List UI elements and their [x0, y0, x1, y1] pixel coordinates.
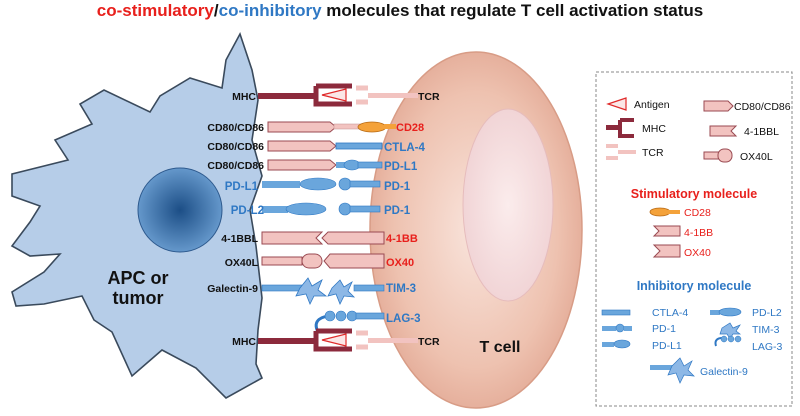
pdl2-pd1-glyph: [262, 202, 381, 216]
row-5-left-label: PD-L2: [231, 205, 264, 217]
row-4-right-label: PD-1: [384, 181, 411, 193]
apc-nucleus: [137, 167, 223, 253]
legend-ctla4-icon: [601, 309, 631, 316]
legend-pdl1-icon: [602, 339, 631, 349]
title-slash: /: [213, 1, 219, 20]
row-9-right-label: LAG-3: [386, 313, 421, 325]
legend-inhib-title: Inhibitory molecule: [637, 279, 752, 293]
cd80-pdl1-glyph: [267, 159, 383, 171]
lag3-glyph: [314, 310, 385, 333]
legend-box: [595, 71, 793, 407]
row-8-left-label: Galectin-9: [207, 283, 258, 295]
legend-antigen-icon: [606, 97, 627, 111]
mhc-tcr-top-glyph: [258, 83, 418, 107]
cd80-cd28-glyph: [267, 121, 396, 133]
row-5-right-label: PD-1: [384, 205, 411, 217]
apc-label-line2: tumor: [113, 288, 164, 308]
legend-galectin9-label: Galectin-9: [700, 366, 748, 378]
legend-inhibitory: CTLA-4 PD-1 PD-L1 PD-L2 TIM-3 LAG-3: [601, 307, 783, 384]
row-0-right-label: TCR: [418, 91, 440, 103]
mhc-tcr-bottom-glyph: [258, 328, 418, 352]
legend-41bb-label: 4-1BB: [684, 227, 713, 239]
legend-mhc-icon: [606, 118, 634, 138]
legend-41bbl-label: 4-1BBL: [744, 126, 779, 138]
row-10-left-label: MHC: [232, 336, 256, 348]
row-4-left-label: PD-L1: [225, 181, 259, 193]
title-rest: molecules that regulate T cell activatio…: [321, 1, 704, 20]
cd80-ctla4-glyph: [267, 140, 383, 152]
figure-title: co-stimulatory/co-inhibitory molecules t…: [0, 0, 800, 22]
legend-stimulatory: CD28 4-1BB OX40: [649, 207, 713, 259]
row-6-left-label: 4-1BBL: [221, 233, 258, 245]
legend-general: Antigen MHC TCR CD80/CD86 4-1BBL OX40L: [606, 97, 791, 163]
tcell-label: T cell: [480, 339, 521, 356]
legend-cd28-icon: [649, 207, 680, 217]
row-8-right-label: TIM-3: [386, 283, 416, 295]
t-cell-nucleus: [462, 108, 554, 302]
legend-ctla4-label: CTLA-4: [652, 307, 688, 319]
apc-cell-body: [10, 31, 264, 399]
row-1-left-label: CD80/CD86: [207, 122, 264, 134]
row-2-right-label: CTLA-4: [384, 142, 425, 154]
ox40l-ox40-glyph: [261, 253, 385, 269]
legend-ox40l-label: OX40L: [740, 151, 773, 163]
legend-tim3-label: TIM-3: [752, 324, 780, 336]
legend-lag3-icon: [714, 335, 742, 347]
legend-pdl2-icon: [710, 307, 742, 317]
row-10-right-label: TCR: [418, 336, 440, 348]
legend-ox40-icon: [652, 244, 681, 258]
legend-tcr-label: TCR: [642, 147, 664, 159]
row-0-left-label: MHC: [232, 91, 256, 103]
row-3-left-label: CD80/CD86: [207, 160, 264, 172]
legend-cd80-label: CD80/CD86: [734, 101, 791, 113]
row-7-left-label: OX40L: [225, 257, 259, 269]
legend-pdl2-label: PD-L2: [752, 307, 782, 319]
legend-41bbl-icon: [709, 125, 738, 137]
legend-pd1-icon: [602, 323, 632, 333]
legend-stim-title: Stimulatory molecule: [631, 187, 757, 201]
legend-tcr-icon: [606, 144, 636, 160]
title-costim: co-stimulatory: [96, 1, 214, 20]
title-coinhib: co-inhibitory: [218, 1, 322, 20]
legend-pd1-label: PD-1: [652, 323, 676, 335]
legend-ox40l-icon: [703, 148, 733, 163]
row-6-right-label: 4-1BB: [386, 233, 418, 245]
legend-tim3-icon: [719, 322, 742, 340]
legend-pdl1-label: PD-L1: [652, 340, 682, 352]
legend-lag3-label: LAG-3: [752, 341, 783, 353]
legend-galectin9-icon: [650, 357, 695, 384]
41bbl-41bb-glyph: [261, 231, 385, 245]
row-3-right-label: PD-L1: [384, 161, 418, 173]
row-labels: MHC TCR CD80/CD86 CD28 CD80/CD86 CTLA-4 …: [207, 91, 440, 348]
legend-cd28-label: CD28: [684, 207, 711, 219]
pdl1-pd1-glyph: [262, 177, 381, 191]
legend-cd80-icon: [703, 100, 734, 112]
apc-label-line1: APC or: [107, 268, 168, 288]
row-2-left-label: CD80/CD86: [207, 141, 264, 153]
row-7-right-label: OX40: [386, 257, 414, 269]
legend-ox40-label: OX40: [684, 247, 711, 259]
legend-41bb-icon: [652, 225, 681, 237]
legend-antigen-label: Antigen: [634, 99, 670, 111]
row-1-right-label: CD28: [396, 122, 424, 134]
galectin9-tim3-glyph: [261, 277, 385, 305]
legend-mhc-label: MHC: [642, 123, 666, 135]
